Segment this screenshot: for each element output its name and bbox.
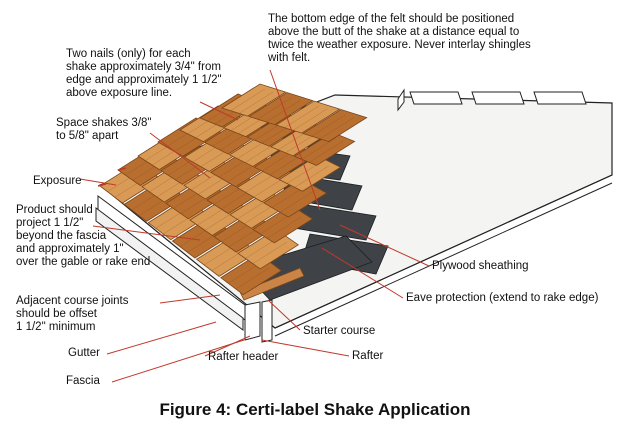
exposure-marks bbox=[97, 167, 127, 187]
shake bbox=[262, 178, 328, 218]
felt-note-label: The bottom edge of the felt should be po… bbox=[268, 13, 531, 64]
shake-grain bbox=[239, 91, 274, 114]
shake-grain bbox=[267, 216, 302, 239]
sheathing-thickness bbox=[274, 182, 613, 337]
shake-grain bbox=[266, 100, 301, 123]
gutter-label: Gutter bbox=[68, 347, 100, 359]
shake-grain bbox=[257, 97, 292, 120]
shake-grain bbox=[235, 267, 271, 290]
rafter-label: Rafter bbox=[352, 350, 384, 362]
shake-courses bbox=[99, 83, 368, 296]
plywood-sheathing-label: Plywood sheathing bbox=[432, 260, 529, 272]
eave-protection-label: Eave protection (extend to rake edge) bbox=[406, 292, 599, 304]
shake-grain bbox=[187, 230, 222, 253]
shake-grain bbox=[320, 117, 355, 140]
nails-note-label: Two nails (only) for each shake approxim… bbox=[66, 48, 222, 99]
shake-grain bbox=[309, 140, 344, 163]
shake-grain bbox=[280, 190, 315, 213]
starter-course-label: Starter course bbox=[303, 325, 376, 337]
figure-caption: Figure 4: Certi-label Shake Application bbox=[159, 400, 471, 419]
space-note-label: Space shakes 3/8" to 5/8" apart bbox=[56, 117, 152, 142]
shake-grain bbox=[294, 165, 330, 188]
shake-grain bbox=[284, 105, 319, 128]
project-note-label: Product should project 1 1/2" beyond the… bbox=[16, 204, 151, 268]
starter-course bbox=[239, 267, 305, 301]
leader-lines bbox=[79, 69, 430, 383]
shake-grain bbox=[301, 137, 337, 160]
shake-grain bbox=[230, 88, 265, 111]
adjacent-joints-label: Adjacent course joints should be offset … bbox=[16, 295, 129, 333]
shake-grain bbox=[252, 241, 288, 264]
shake-grain bbox=[311, 114, 346, 137]
rafter-header-label: Rafter header bbox=[208, 351, 279, 363]
shake-grain bbox=[286, 161, 322, 184]
rafter-header bbox=[244, 299, 273, 343]
gutter bbox=[95, 207, 244, 331]
fascia-label: Fascia bbox=[66, 375, 100, 387]
exposure-label: Exposure bbox=[33, 175, 82, 187]
rafters-back bbox=[397, 88, 587, 112]
shake-grain bbox=[293, 108, 328, 131]
sheathing-front-edge bbox=[274, 174, 613, 329]
